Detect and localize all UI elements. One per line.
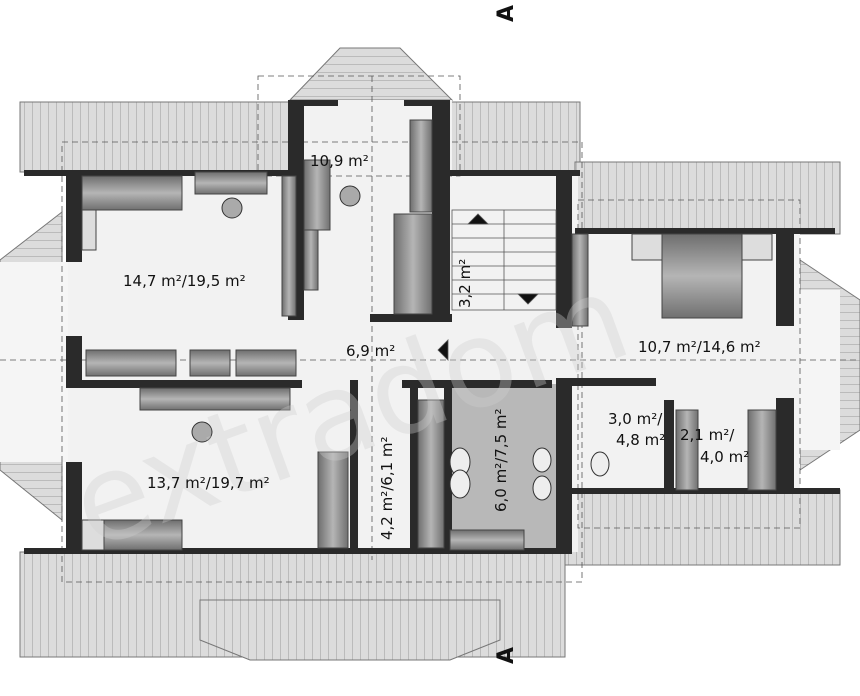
room-label: 4,0 m²: [700, 448, 749, 466]
room-label: 6,0 m²/7,5 m²: [492, 408, 510, 512]
walls: [24, 100, 840, 554]
room-label: 3,2 m²: [456, 259, 474, 308]
room-label: 6,9 m²: [346, 342, 395, 360]
room-label: 4,8 m²: [616, 431, 665, 449]
room-label: 10,9 m²: [310, 152, 369, 170]
room-label: 3,0 m²/: [608, 410, 663, 428]
furniture: [81, 119, 777, 551]
stairs: [437, 209, 557, 361]
room-label: 14,7 m²/19,5 m²: [123, 272, 246, 290]
room-label: 2,1 m²/: [680, 426, 735, 444]
section-marker-bottom: A: [494, 647, 519, 664]
room-label: 10,7 m²/14,6 m²: [638, 338, 761, 356]
room-label: 13,7 m²/19,7 m²: [147, 474, 270, 492]
room-label: 4,2 m²/6,1 m²: [378, 436, 396, 540]
section-marker-top: A: [494, 5, 519, 22]
